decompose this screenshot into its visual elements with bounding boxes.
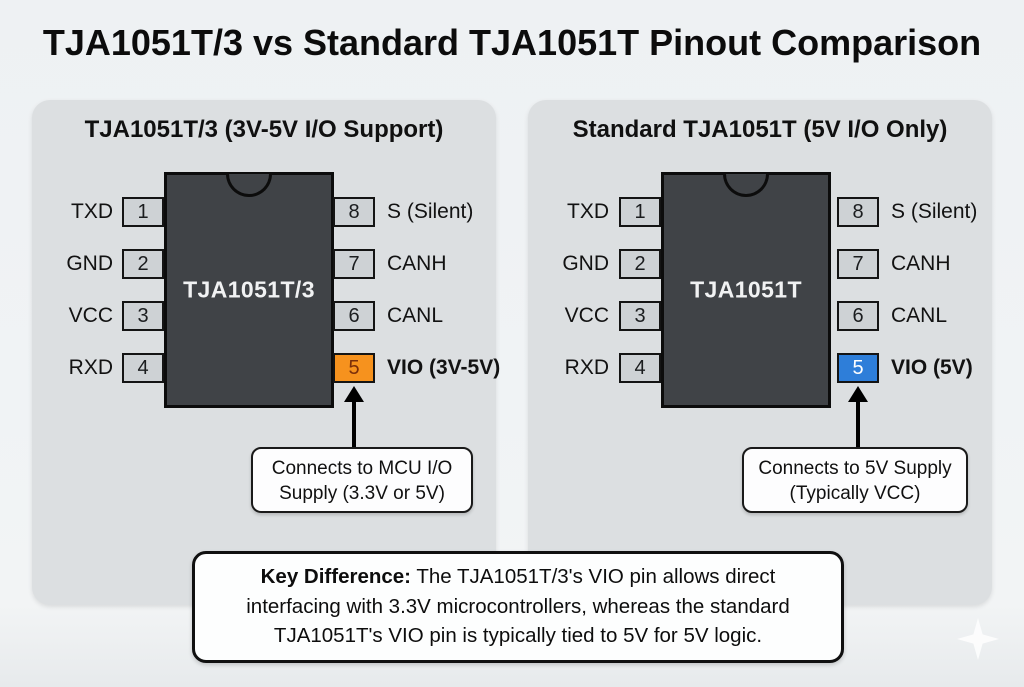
- pin-label-vcc: VCC: [68, 304, 113, 327]
- pin-box-8: 8: [837, 197, 879, 227]
- pin-label-vio: VIO (3V-5V): [387, 356, 501, 379]
- pin-number: 5: [852, 357, 864, 379]
- pin-number: 5: [348, 357, 360, 379]
- panel-title-tja1051t3: TJA1051T/3 (3V-5V I/O Support): [84, 116, 444, 143]
- pin-label-canl: CANL: [891, 304, 948, 327]
- pin-box-6: 6: [333, 301, 375, 331]
- pin-label-canh: CANH: [387, 252, 447, 275]
- arrow-head-icon: [344, 386, 364, 402]
- pin-box-5-vio-highlighted: 5: [837, 353, 879, 383]
- pin-box-2: 2: [619, 249, 661, 279]
- pin-box-4: 4: [619, 353, 661, 383]
- pin-label-rxd: RXD: [564, 356, 609, 379]
- pin-label-s-silent: S (Silent): [891, 200, 978, 223]
- pin-number: 8: [852, 201, 864, 223]
- pin-box-3: 3: [122, 301, 164, 331]
- panel-tja1051t3: TJA1051T/3 (3V-5V I/O Support) TJA1051T/…: [32, 100, 501, 605]
- vio-pointer-arrow: [848, 386, 868, 447]
- panel-tja1051t-standard: Standard TJA1051T (5V I/O Only) TJA1051T…: [528, 100, 992, 605]
- pin-label-gnd: GND: [66, 252, 113, 275]
- pin-number: 1: [137, 201, 149, 223]
- pin-label-canl: CANL: [387, 304, 444, 327]
- pin-number: 2: [137, 253, 149, 275]
- callout-line: Connects to 5V Supply: [758, 458, 952, 479]
- arrow-shaft: [352, 402, 356, 447]
- chip-notch-icon: [723, 174, 769, 197]
- pin-box-2: 2: [122, 249, 164, 279]
- chip-label: TJA1051T/3: [183, 276, 315, 303]
- pin-number: 7: [852, 253, 864, 275]
- pin-number: 6: [348, 305, 360, 327]
- page-title: TJA1051T/3 vs Standard TJA1051T Pinout C…: [42, 22, 982, 63]
- vio-callout-box: Connects to MCU I/O Supply (3.3V or 5V): [251, 447, 473, 513]
- sparkle-icon: [957, 618, 999, 660]
- chip-body: TJA1051T/3: [164, 172, 334, 408]
- pin-number: 3: [137, 305, 149, 327]
- chip-notch-icon: [226, 174, 272, 197]
- chip-label: TJA1051T: [690, 276, 802, 303]
- panel-title-tja1051t-standard: Standard TJA1051T (5V I/O Only): [572, 116, 948, 143]
- pin-label-vio: VIO (5V): [891, 356, 973, 379]
- pin-label-gnd: GND: [562, 252, 609, 275]
- vio-callout-box: Connects to 5V Supply (Typically VCC): [742, 447, 968, 513]
- key-note-line: TJA1051T's VIO pin is typically tied to …: [273, 624, 763, 647]
- pin-box-1: 1: [122, 197, 164, 227]
- pin-box-7: 7: [333, 249, 375, 279]
- pin-number: 6: [852, 305, 864, 327]
- pin-label-txd: TXD: [567, 200, 609, 223]
- pin-number: 2: [634, 253, 646, 275]
- pin-label-vcc: VCC: [564, 304, 609, 327]
- pin-label-s-silent: S (Silent): [387, 200, 474, 223]
- arrow-head-icon: [848, 386, 868, 402]
- pin-box-8: 8: [333, 197, 375, 227]
- pin-box-5-vio-highlighted: 5: [333, 353, 375, 383]
- pin-label-canh: CANH: [891, 252, 951, 275]
- key-note-line: interfacing with 3.3V microcontrollers, …: [246, 594, 790, 618]
- callout-line: (Typically VCC): [789, 483, 921, 504]
- vio-pointer-arrow: [344, 386, 364, 447]
- pin-box-4: 4: [122, 353, 164, 383]
- pin-number: 4: [634, 357, 646, 379]
- pin-box-3: 3: [619, 301, 661, 331]
- key-note-label: Key Difference:: [260, 565, 412, 588]
- pin-label-rxd: RXD: [68, 356, 113, 379]
- key-note-box: Key Difference: The TJA1051T/3's VIO pin…: [192, 551, 844, 663]
- pin-number: 8: [348, 201, 360, 223]
- pin-box-6: 6: [837, 301, 879, 331]
- callout-line: Supply (3.3V or 5V): [279, 483, 445, 504]
- pin-box-7: 7: [837, 249, 879, 279]
- pin-number: 1: [634, 201, 646, 223]
- pin-label-txd: TXD: [71, 200, 113, 223]
- callout-line: Connects to MCU I/O: [271, 458, 453, 479]
- pin-number: 3: [634, 305, 646, 327]
- pin-number: 7: [348, 253, 360, 275]
- key-note-line: Key Difference: The TJA1051T/3's VIO pin…: [195, 562, 841, 592]
- pin-number: 4: [137, 357, 149, 379]
- arrow-shaft: [856, 402, 860, 447]
- chip-body: TJA1051T: [661, 172, 831, 408]
- key-note-text: The TJA1051T/3's VIO pin allows direct: [411, 565, 776, 588]
- pin-box-1: 1: [619, 197, 661, 227]
